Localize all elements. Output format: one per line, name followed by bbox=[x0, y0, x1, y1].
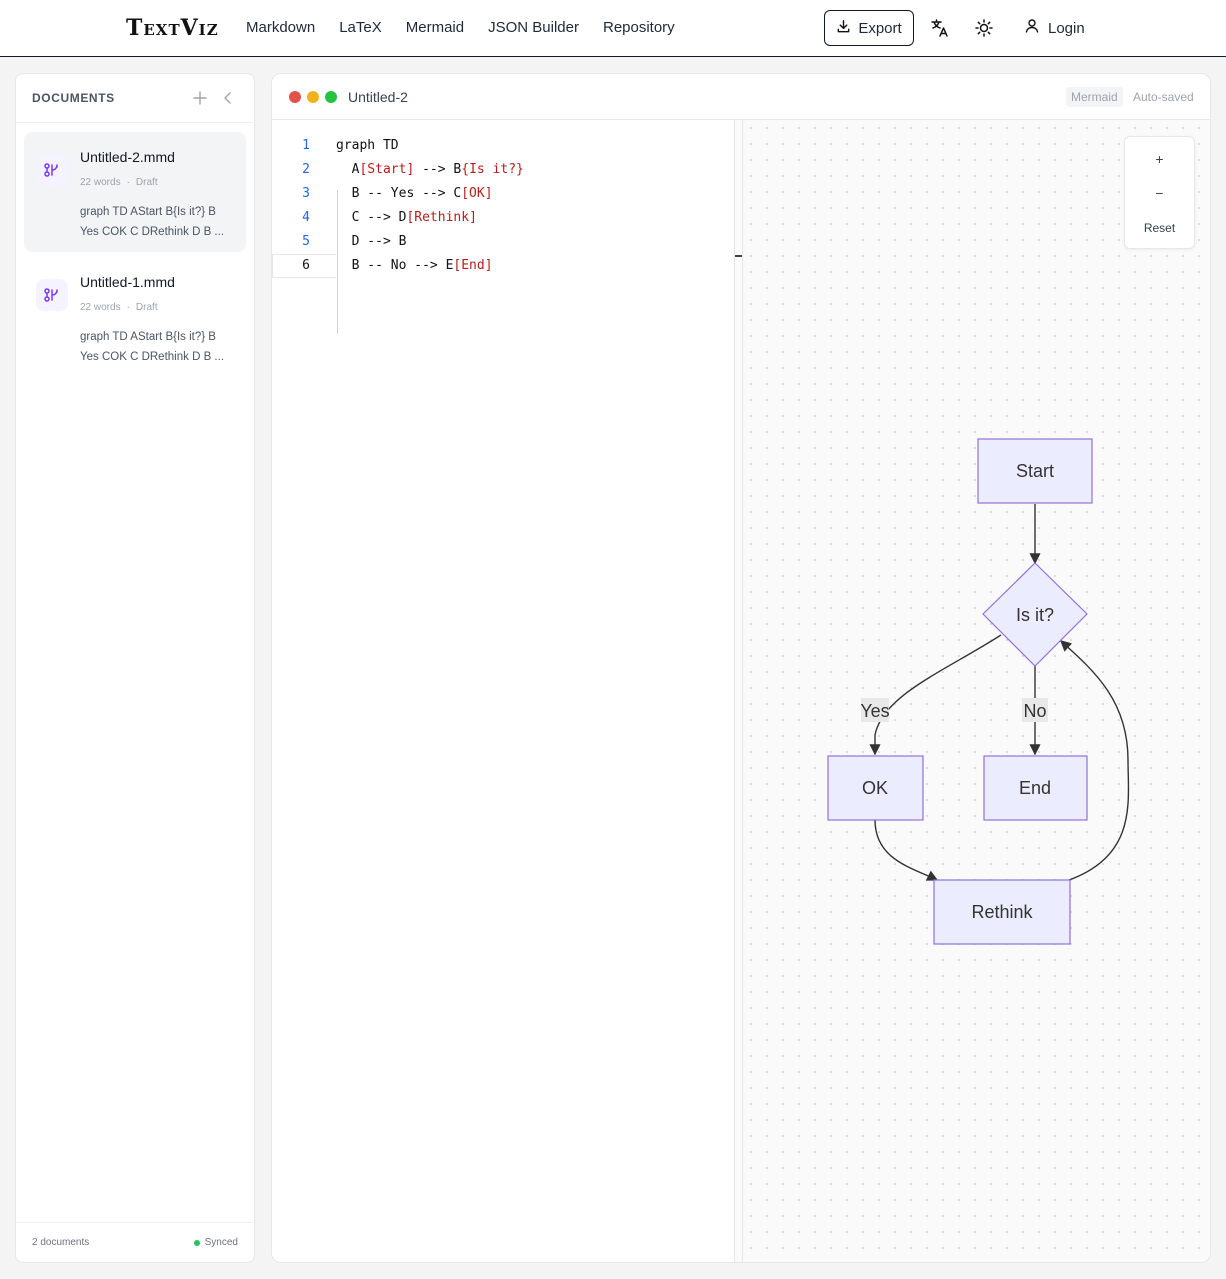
edge-ok-rethink bbox=[874, 819, 939, 881]
code-line[interactable]: 3 B -- Yes --> C[OK] bbox=[272, 182, 734, 206]
split-pane-divider[interactable] bbox=[734, 120, 743, 1262]
nav-mermaid[interactable]: Mermaid bbox=[405, 19, 465, 36]
document-item[interactable]: Untitled-2.mmd 22 words · Draft graph TD… bbox=[24, 132, 246, 252]
editor-header: Untitled-2 Mermaid Auto-saved bbox=[272, 74, 1210, 120]
sidebar-footer: 2 documents Synced bbox=[16, 1222, 254, 1262]
document-word-count: 22 words bbox=[80, 177, 121, 188]
code-text: graph TD bbox=[336, 138, 399, 153]
document-name: Untitled-1.mmd bbox=[80, 274, 175, 290]
code-line[interactable]: 5 D --> B bbox=[272, 230, 734, 254]
sidebar-title: DOCUMENTS bbox=[32, 91, 115, 105]
code-line[interactable]: 1 graph TD bbox=[272, 134, 734, 158]
node-start[interactable] bbox=[977, 438, 1093, 504]
code-editor[interactable]: 1 graph TD 2 A[Start] --> B{Is it?} 3 B … bbox=[272, 120, 734, 1262]
login-button[interactable]: Login bbox=[1024, 18, 1085, 38]
node-rethink[interactable] bbox=[933, 879, 1071, 945]
document-preview: graph TD AStart B{Is it?} B Yes COK C DR… bbox=[80, 206, 225, 238]
code-line[interactable]: 4 C --> D[Rethink] bbox=[272, 206, 734, 230]
nav-json-builder[interactable]: JSON Builder bbox=[488, 19, 579, 36]
mermaid-file-icon bbox=[36, 154, 68, 186]
add-document-icon[interactable] bbox=[190, 88, 210, 108]
zoom-out-button[interactable]: − bbox=[1155, 185, 1164, 201]
code-text: B -- Yes --> C[OK] bbox=[336, 186, 493, 201]
code-text: B -- No --> E[End] bbox=[336, 258, 493, 273]
meta-separator: · bbox=[126, 302, 130, 313]
code-line[interactable]: 2 A[Start] --> B{Is it?} bbox=[272, 158, 734, 182]
editor-window: Untitled-2 Mermaid Auto-saved 1 graph TD… bbox=[271, 73, 1211, 1263]
download-icon bbox=[836, 19, 851, 38]
brand-logo[interactable]: TextViz bbox=[126, 15, 219, 41]
indent-guide bbox=[337, 190, 338, 334]
code-text: C --> D[Rethink] bbox=[336, 210, 477, 225]
current-line-highlight bbox=[272, 254, 336, 278]
document-preview: graph TD AStart B{Is it?} B Yes COK C DR… bbox=[80, 331, 225, 363]
edge-label-bg bbox=[1022, 698, 1048, 722]
nav-markdown[interactable]: Markdown bbox=[246, 19, 316, 36]
diagram-preview[interactable]: Yes No Start Is it? OK End Rethink bbox=[743, 120, 1210, 1262]
edge-label-bg bbox=[861, 698, 889, 722]
node-rethink-label: Rethink bbox=[971, 902, 1033, 922]
node-end-label: End bbox=[1019, 778, 1051, 798]
meta-separator: · bbox=[126, 177, 130, 188]
edge-label-yes: Yes bbox=[860, 701, 889, 721]
code-line-active[interactable]: 6 B -- No --> E[End] bbox=[272, 254, 734, 278]
sun-icon[interactable] bbox=[972, 16, 996, 40]
document-title: Untitled-2 bbox=[348, 89, 408, 105]
export-label: Export bbox=[858, 19, 902, 37]
line-number: 3 bbox=[302, 186, 310, 201]
line-number: 2 bbox=[302, 162, 310, 177]
sync-status-label: Synced bbox=[204, 1237, 238, 1248]
top-navigation-bar: TextViz Markdown LaTeX Mermaid JSON Buil… bbox=[0, 0, 1226, 57]
collapse-sidebar-icon[interactable] bbox=[218, 88, 238, 108]
code-text: D --> B bbox=[336, 234, 407, 249]
zoom-in-button[interactable]: + bbox=[1155, 151, 1164, 167]
node-ok-label: OK bbox=[862, 778, 888, 798]
sync-status: Synced bbox=[193, 1237, 238, 1248]
document-meta: 22 words · Draft bbox=[80, 177, 158, 188]
node-decision-label: Is it? bbox=[1016, 605, 1054, 625]
node-ok[interactable] bbox=[827, 755, 924, 821]
line-number: 5 bbox=[302, 234, 310, 249]
close-dot-icon[interactable] bbox=[289, 91, 301, 103]
translate-icon[interactable] bbox=[928, 16, 952, 40]
edge-yes bbox=[869, 634, 1002, 756]
document-item[interactable]: Untitled-1.mmd 22 words · Draft graph TD… bbox=[24, 257, 246, 377]
sidebar-header: DOCUMENTS bbox=[16, 74, 254, 123]
document-status: Draft bbox=[135, 302, 158, 313]
maximize-dot-icon[interactable] bbox=[325, 91, 337, 103]
nav-repository[interactable]: Repository bbox=[602, 19, 675, 36]
line-number: 1 bbox=[302, 138, 310, 153]
document-word-count: 22 words bbox=[80, 302, 121, 313]
user-icon bbox=[1024, 18, 1040, 38]
document-name: Untitled-2.mmd bbox=[80, 149, 175, 165]
synced-dot-icon bbox=[193, 1239, 200, 1246]
line-number: 4 bbox=[302, 210, 310, 225]
nav-latex[interactable]: LaTeX bbox=[339, 19, 382, 36]
node-start-label: Start bbox=[1016, 461, 1054, 481]
save-status: Auto-saved bbox=[1133, 90, 1194, 104]
documents-sidebar: DOCUMENTS Untitled-2.mmd 22 words · Draf… bbox=[15, 73, 255, 1263]
zoom-controls: + − Reset bbox=[1124, 136, 1195, 249]
export-button[interactable]: Export bbox=[824, 10, 914, 46]
language-badge: Mermaid bbox=[1066, 87, 1123, 107]
minimize-dot-icon[interactable] bbox=[307, 91, 319, 103]
node-end[interactable] bbox=[983, 755, 1088, 821]
edge-label-no: No bbox=[1023, 701, 1046, 721]
edge-rethink-decision bbox=[1059, 640, 1130, 881]
divider-handle[interactable] bbox=[735, 255, 742, 257]
document-meta: 22 words · Draft bbox=[80, 302, 158, 313]
document-status: Draft bbox=[135, 177, 158, 188]
node-decision[interactable] bbox=[982, 562, 1088, 667]
login-label: Login bbox=[1048, 19, 1085, 37]
mermaid-file-icon bbox=[36, 279, 68, 311]
line-number: 6 bbox=[302, 258, 310, 273]
document-count: 2 documents bbox=[32, 1237, 90, 1248]
zoom-reset-button[interactable]: Reset bbox=[1143, 221, 1176, 235]
flowchart-diagram: Yes No Start Is it? OK End Rethink bbox=[827, 438, 1130, 945]
main-nav: Markdown LaTeX Mermaid JSON Builder Repo… bbox=[246, 19, 675, 36]
code-text: A[Start] --> B{Is it?} bbox=[336, 162, 524, 177]
